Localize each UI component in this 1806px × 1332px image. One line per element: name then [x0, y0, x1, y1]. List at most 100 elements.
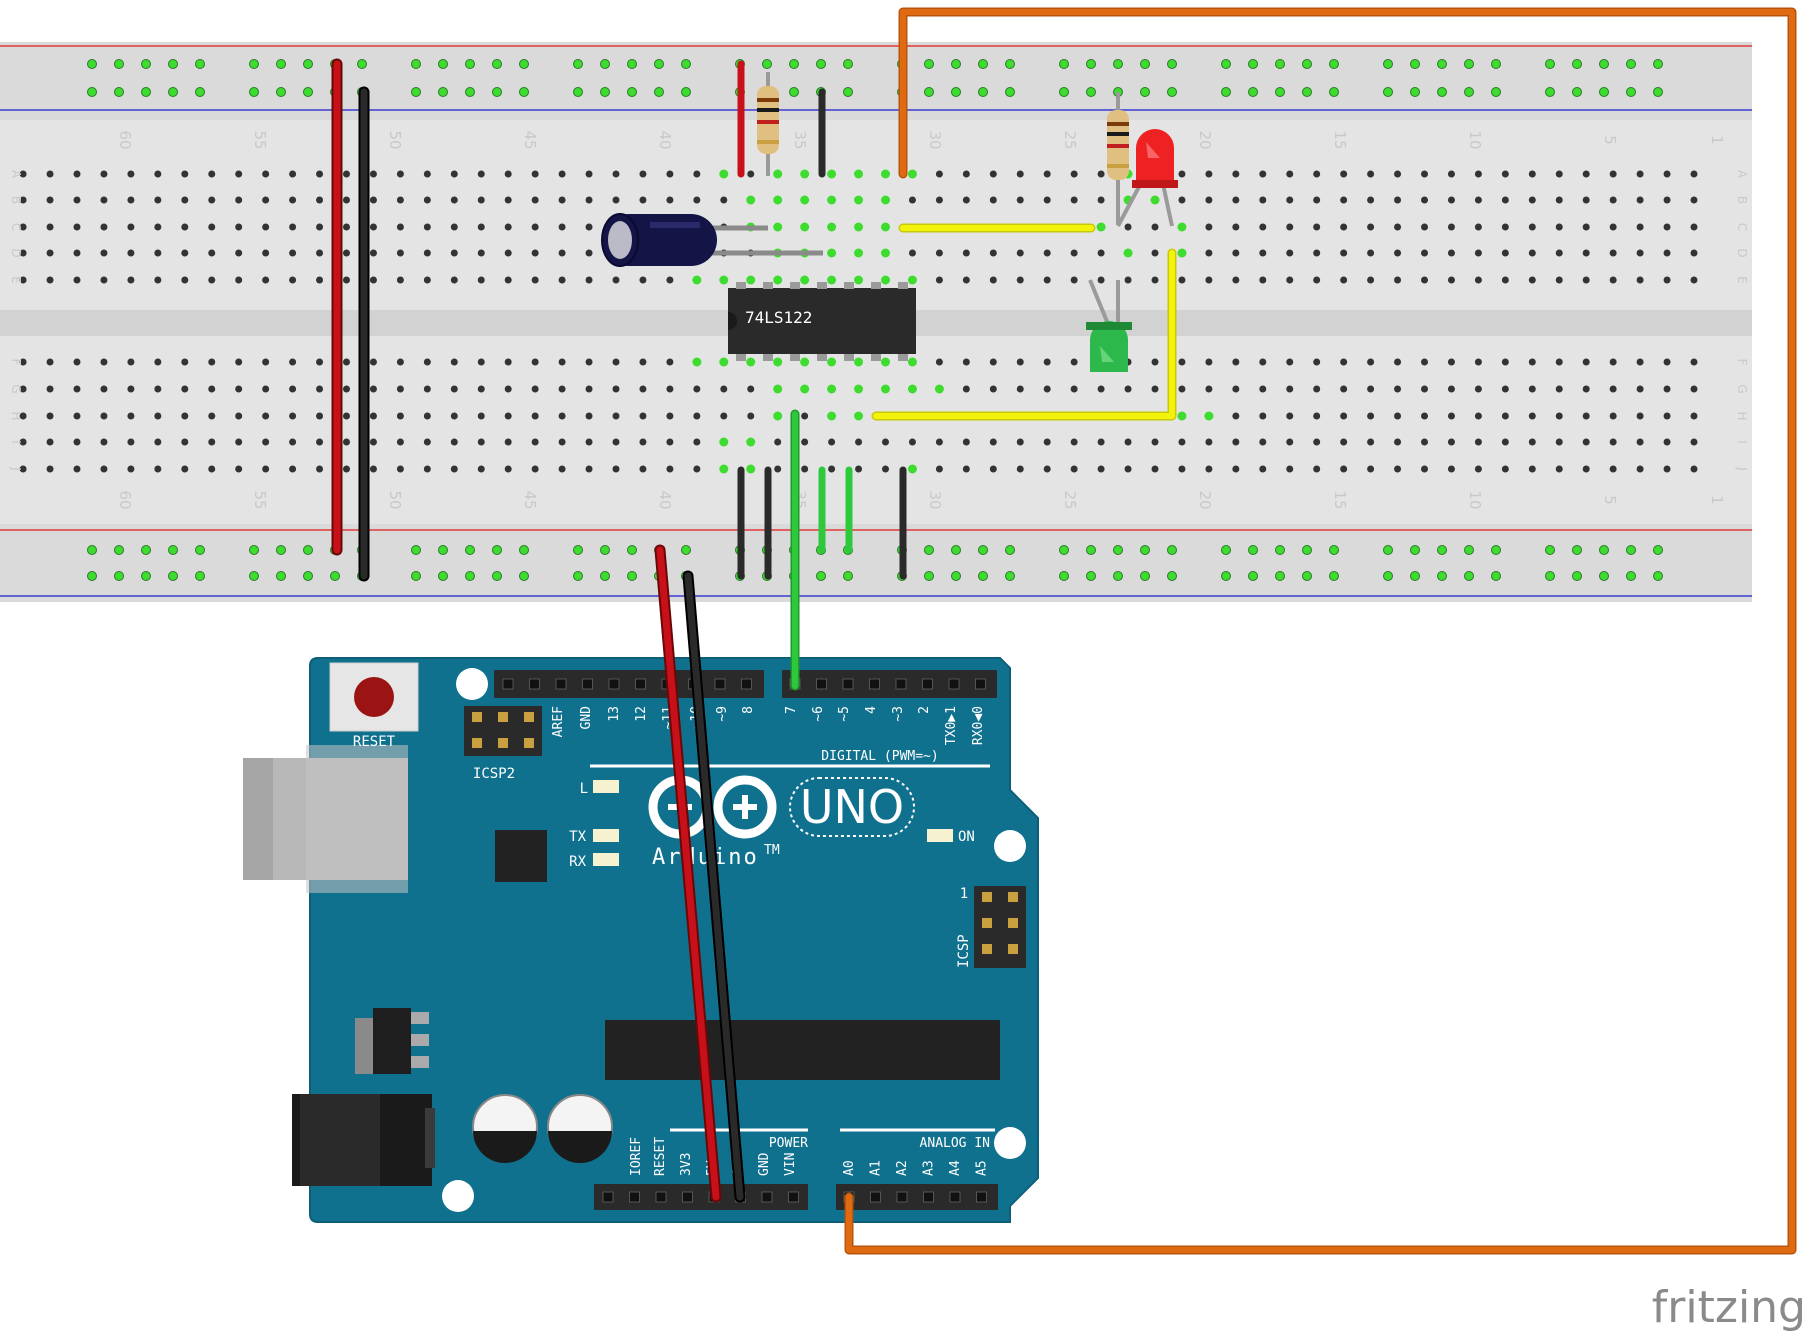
chip-pin: [871, 282, 881, 289]
header-pin: [502, 678, 514, 690]
breadboard-hole: [747, 412, 755, 420]
breadboard-hole: [773, 411, 783, 421]
row-letter: J: [1735, 466, 1749, 471]
breadboard-hole: [1097, 385, 1105, 393]
rail-hole: [303, 571, 313, 581]
breadboard-hole: [1286, 196, 1294, 204]
breadboard-hole: [181, 276, 189, 284]
breadboard-hole: [1447, 196, 1455, 204]
breadboard-hole: [1016, 276, 1024, 284]
digital-pin-label: ~9: [715, 706, 730, 722]
rail-hole: [1302, 87, 1312, 97]
rail-hole: [1275, 87, 1285, 97]
breadboard-hole: [585, 223, 593, 231]
breadboard-hole: [46, 438, 54, 446]
breadboard-hole: [1151, 385, 1159, 393]
breadboard-hole: [1582, 170, 1590, 178]
breadboard-hole: [1528, 438, 1536, 446]
rail-hole: [978, 545, 988, 555]
breadboard-hole: [854, 357, 864, 367]
breadboard-hole: [585, 412, 593, 420]
led-l-label: L: [580, 781, 588, 797]
rail-hole: [114, 545, 124, 555]
led-tx-label: TX: [569, 829, 586, 845]
breadboard-hole: [908, 438, 916, 446]
column-number: 30: [926, 490, 944, 509]
icsp2-pin: [472, 738, 482, 748]
breadboard-hole: [1340, 465, 1348, 473]
breadboard-hole: [1232, 276, 1240, 284]
rail-hole: [924, 571, 934, 581]
breadboard-hole: [208, 196, 216, 204]
breadboard-hole: [1070, 249, 1078, 257]
row-letter: E: [9, 276, 23, 284]
breadboard-hole: [800, 222, 810, 232]
rail-hole: [438, 87, 448, 97]
breadboard-hole: [154, 438, 162, 446]
header-pin: [682, 1191, 693, 1203]
breadboard-hole: [1690, 196, 1698, 204]
breadboard-hole: [989, 276, 997, 284]
breadboard-hole: [235, 249, 243, 257]
rail-hole: [1329, 545, 1339, 555]
rail-hole: [1086, 59, 1096, 69]
breadboard-hole: [289, 276, 297, 284]
header-pin: [788, 1191, 799, 1203]
icsp-pins: [982, 892, 1018, 954]
reset-button-icon[interactable]: [329, 662, 419, 732]
breadboard-hole: [423, 465, 431, 473]
breadboard-hole: [1096, 222, 1106, 232]
analog-label: ANALOG IN: [920, 1136, 990, 1151]
rail-hole: [249, 571, 259, 581]
fritzing-logo: fritzing: [1652, 1282, 1806, 1332]
breadboard-hole: [1636, 276, 1644, 284]
rail-hole: [1491, 59, 1501, 69]
breadboard-hole: [289, 438, 297, 446]
breadboard-hole: [907, 357, 917, 367]
breadboard-hole: [989, 170, 997, 178]
rail-hole: [411, 59, 421, 69]
power-pin-label: VIN: [783, 1153, 798, 1176]
breadboard-hole: [19, 196, 27, 204]
breadboard-hole: [1097, 438, 1105, 446]
row-letter: H: [9, 411, 23, 420]
breadboard-hole: [1690, 385, 1698, 393]
breadboard-hole: [1340, 438, 1348, 446]
breadboard-hole: [585, 465, 593, 473]
breadboard-hole: [1259, 223, 1267, 231]
breadboard-hole: [1663, 358, 1671, 366]
breadboard-hole: [720, 385, 728, 393]
breadboard-hole: [343, 196, 350, 204]
breadboard-hole: [612, 438, 620, 446]
rail-hole: [519, 571, 529, 581]
breadboard-hole: [1582, 465, 1590, 473]
breadboard-hole: [1286, 385, 1294, 393]
breadboard-hole: [100, 358, 108, 366]
breadboard-hole: [1232, 358, 1240, 366]
resistor-icon: [1107, 92, 1129, 225]
breadboard-hole: [19, 412, 27, 420]
rail-hole: [1329, 571, 1339, 581]
breadboard-hole: [1070, 385, 1078, 393]
breadboard-hole: [1313, 465, 1321, 473]
breadboard-hole: [1501, 170, 1509, 178]
breadboard-hole: [396, 196, 404, 204]
column-numbers: 6060555550504545404035353030252520201515…: [116, 130, 1726, 509]
rail-hole: [1221, 545, 1231, 555]
rail-hole: [1545, 571, 1555, 581]
breadboard-hole: [1097, 465, 1105, 473]
breadboard-hole: [1097, 170, 1105, 178]
breadboard-hole: [100, 223, 108, 231]
breadboard-hole: [1151, 465, 1159, 473]
breadboard-hole: [881, 275, 890, 285]
capacitor-icon: [547, 1094, 613, 1163]
icsp-pin: [1008, 892, 1018, 902]
rail-hole: [1599, 545, 1609, 555]
breadboard-hole: [666, 170, 674, 178]
column-number: 20: [1196, 490, 1214, 509]
rail-hole: [1221, 87, 1231, 97]
rail-hole: [1140, 545, 1150, 555]
breadboard-hole: [962, 276, 970, 284]
breadboard-hole: [343, 438, 350, 446]
